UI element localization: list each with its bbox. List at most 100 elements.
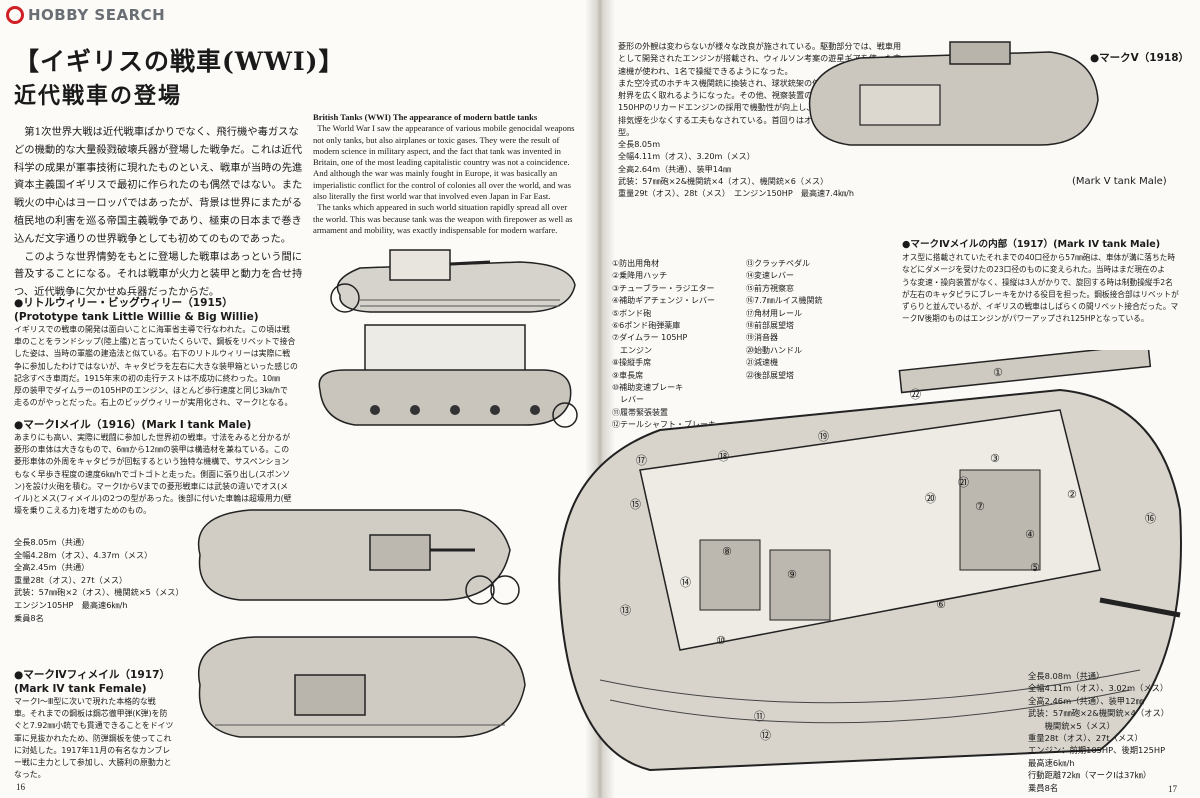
- spec-line: 武装：57㎜砲×2&機関銃×4（オス）: [1028, 708, 1170, 719]
- spec-line: 全長8.05m（共通）: [14, 537, 90, 547]
- chapter-title: 【イギリスの戦車(WWⅠ)】: [14, 47, 345, 76]
- legend-item: ⑥6ポンド砲弾薬庫: [612, 321, 681, 331]
- english-paragraph-2: The tanks which appeared in such world s…: [313, 202, 573, 235]
- text-line: もなく早歩き程度の速度6㎞/hでゴトゴトと走った。側面に張り出し(スポンソ: [14, 469, 291, 479]
- legend-item: ⑬クラッチペダル: [746, 259, 810, 268]
- text-line: 菱形の外観は変わらないが様々な改良が施されている。駆動部分では、戦車用: [618, 41, 902, 51]
- text-line: マークⅠ～Ⅲ型に次いで現れた本格的な戦: [14, 697, 156, 706]
- spec-line: エンジン：前期105HP、後期125HP: [1028, 745, 1166, 756]
- big-willie-illustration: [318, 324, 578, 428]
- intro-paragraph-2: このような世界情勢をもとに登場した戦車はあっという間に普及することになる。それは…: [14, 250, 303, 299]
- legend-item: ⑳始動ハンドル: [746, 345, 802, 355]
- section-heading-en: (Prototype tank Little Willie & Big Will…: [14, 311, 259, 323]
- text-line: 射界を広く取れるようになった。その他、視察装置の改良、: [618, 90, 837, 101]
- text-line: うな変速・操向装置がなく、操縦は3人がかりで、旋回する時は制動操縦手2名: [902, 277, 1173, 287]
- text-line: イル)とメス(フィメイル)の2つの型があった。後部に付いた車輪は超壕用力(壁: [14, 494, 292, 504]
- section-heading: ●マークⅣフィメイル（1917）: [14, 669, 171, 681]
- section-body: イギリスでの戦車の開発は面白いことに海軍省主導で行なわれた。この頃は戦 車のこと…: [14, 324, 314, 409]
- legend-item: ③チューブラー・ラジエター: [612, 283, 715, 293]
- legend-item: ⑫テールシャフト・ブレーキ: [612, 420, 716, 430]
- text-line: ン)を設け火砲を積む。マークⅠからⅤまでの菱形戦車には武装の違いでオス(メ: [14, 481, 289, 491]
- legend-item: ⑧操縦手席: [612, 358, 652, 368]
- mark-v-specs: 全長8.05m 全幅4.11m（オス）、3.20m（メス） 全高2.64m（共通…: [618, 138, 918, 199]
- legend-item: ④補助ギアチェンジ・レバー: [612, 296, 716, 306]
- mark-v-description: 菱形の外観は変わらないが様々な改良が施されている。駆動部分では、戦車用 として開…: [618, 40, 908, 138]
- mark-iv-female-illustration: [198, 636, 526, 738]
- section-mark-iv-female: ●マークⅣフィメイル（1917） (Mark IV tank Female) マ…: [14, 668, 214, 781]
- spec-line: 行動距離72㎞（マークⅠは37㎞）: [1028, 770, 1152, 781]
- mark-v-illustration: [808, 41, 1099, 146]
- spec-line: 武装：57㎜砲×2（オス）、機関銃×5（メス）: [14, 587, 184, 598]
- english-heading: British Tanks (WWI) The appearance of mo…: [313, 112, 538, 122]
- english-paragraph-1: The World War I saw the appearance of va…: [313, 123, 575, 202]
- legend-item: ⑮前方視察窓: [746, 283, 794, 293]
- spec-line: 全幅4.11m（オス）、3.20m（メス）: [618, 151, 755, 162]
- text-line: 型。: [618, 127, 635, 138]
- section-heading: ●マークⅠメイル（1916）(Mark I tank Male): [14, 419, 252, 431]
- spec-line: 重量29t（オス）、28t（メス） エンジン150HP 最高速7.4㎞/h: [618, 188, 854, 199]
- page-number-left: 16: [16, 782, 25, 792]
- text-line: なった。: [14, 770, 46, 780]
- spec-line: 全高2.45m（共通）: [14, 562, 90, 573]
- text-line: あまりにも高い、実際に戦闘に参加した世界初の戦車。寸法をみると分かるが: [14, 433, 291, 442]
- legend-item: ㉑減速機: [746, 358, 778, 368]
- text-line: 菱形車体の外周をキャタピラが回転するという独特な機構で、サスペンション: [14, 457, 290, 467]
- text-line: 軍に見抜かれたため、防弾鋼板を使ってこれ: [14, 733, 172, 743]
- legend-item: ⑭変速レバー: [746, 271, 794, 281]
- section-heading: ●リトルウィリー・ビッグウィリー（1915）: [14, 297, 233, 309]
- spec-line: 武装：57㎜砲×2&機関銃×4（オス）、機関銃×6（メス）: [618, 175, 829, 186]
- legend-item: ⑰角材用レール: [746, 308, 802, 318]
- logo-icon: [6, 6, 24, 24]
- text-line: 車のことをランドシップ(陸上艦)と言っていたくらいで、鋼板をリベットで接合: [14, 337, 296, 347]
- parts-legend-right: ⑬クラッチペダル ⑭変速レバー ⑮前方視察窓 ⑯7.7㎜ルイス機関銃 ⑰角材用レ…: [746, 258, 822, 382]
- legend-item: ①防出用角材: [612, 259, 660, 268]
- legend-item: ⑦ダイムラー 105HP: [612, 333, 688, 343]
- legend-item: ⑱前部展望塔: [746, 321, 794, 331]
- spec-line: 全高2.46m（共通）、装甲12㎜: [1028, 695, 1144, 706]
- mark-iv-cutaway-illustration: [558, 350, 1182, 772]
- spec-line: 全幅4.11m（オス）、3.02m（メス）: [1028, 683, 1169, 694]
- legend-item: ⑯7.7㎜ルイス機関銃: [746, 296, 823, 306]
- parts-legend-left: ①防出用角材 ②乗降用ハッチ ③チューブラー・ラジエター ④補助ギアチェンジ・レ…: [612, 258, 716, 432]
- legend-item: ㉒後部展望塔: [746, 370, 794, 380]
- spec-line: エンジン105HP 最高速6㎞/h: [14, 599, 128, 610]
- hobby-search-logo[interactable]: HOBBY SEARCH: [6, 6, 165, 24]
- page-number-right: 17: [1168, 784, 1177, 794]
- text-line: として開発されたエンジンが搭載され、ウィルソン考案の遊星ギアを使った変: [618, 53, 902, 64]
- text-line: 記念すべき車両だ。1915年末の初の走行テストは不成功に終わった。10㎜: [14, 373, 281, 383]
- text-line: ークⅣ後期のものはエンジンがパワーアップされ125HPとなっている。: [902, 314, 1149, 324]
- spec-line: 全幅4.28m（オス）、4.37m（メス）: [14, 549, 153, 560]
- spec-line: 乗員8名: [1028, 782, 1059, 793]
- text-line: 厚の装甲でダイムラーの105HPのエンジン、ほとんど歩行速度と同じ3㎞/hで: [14, 386, 288, 396]
- text-line: また空冷式のホチキス機関銃に換装され、球状銃架の使用で: [618, 77, 837, 88]
- text-line: 排気煙を少なくする工夫もなされている。首回りはオス: [618, 114, 821, 125]
- mark-i-illustration: [197, 509, 520, 605]
- section-little-willie: ●リトルウィリー・ビッグウィリー（1915） (Prototype tank L…: [14, 296, 314, 409]
- little-willie-illustration: [330, 249, 576, 313]
- spec-line: 機関銃×5（メス）: [1028, 720, 1115, 731]
- section-mark-i: ●マークⅠメイル（1916）(Mark I tank Male) あまりにも高い…: [14, 418, 314, 517]
- intro-paragraph-1: 第1次世界大戦は近代戦車ばかりでなく、飛行機や毒ガスなどの機動的な大量殺戮破壊兵…: [14, 126, 303, 245]
- spec-line: 全高2.64m（共通）、装甲14㎜: [618, 163, 732, 174]
- mark-i-specs: 全長8.05m（共通） 全幅4.28m（オス）、4.37m（メス） 全高2.45…: [14, 536, 184, 624]
- spec-line: 重量28t（オス）、27t（メス）: [1028, 733, 1143, 744]
- text-line: が左右のキャタピラにブレーキをかける役目を担った。鋼板接合部はリベットが: [902, 289, 1179, 299]
- text-line: 争に参加したわけではないが、キャタピラを左右に大きな装甲箱といった感じの: [14, 361, 298, 371]
- spec-line: 最高速6㎞/h: [1028, 757, 1075, 768]
- text-line: 走るのがやっとだった。右上のビッグウィリーが実用化され、マークⅠとなる。: [14, 398, 293, 408]
- section-body: あまりにも高い、実際に戦闘に参加した世界初の戦車。寸法をみると分かるが 菱形の車…: [14, 432, 314, 517]
- legend-item: ⑪履帯緊張装置: [612, 407, 668, 417]
- logo-text: HOBBY SEARCH: [28, 6, 166, 24]
- text-line: イギリスでの戦車の開発は面白いことに海軍省主導で行なわれた。この頃は戦: [14, 325, 290, 334]
- mark-v-caption: ●マークⅤ（1918）: [1090, 52, 1190, 64]
- text-line: した姿は、当時の軍艦の建造法と似ている。右下のリトルウィリーは実際に戦: [14, 349, 291, 359]
- mark-iv-interior-section: ●マークⅣメイルの内部（1917）(Mark IV tank Male) オス型…: [902, 238, 1198, 326]
- text-line: ずらりと並んでいるが、イギリスの戦車はしばらくの間リベット接合だった。マ: [902, 302, 1179, 312]
- legend-item: レバー: [612, 395, 644, 405]
- chapter-subtitle: 近代戦車の登場: [14, 83, 183, 109]
- legend-item: ⑤ボンド砲: [612, 308, 652, 318]
- text-line: オス型に搭載されていたそれまでの40口径から57㎜砲は、車体が溝に落ちた時: [902, 253, 1176, 262]
- text-line: などにダメージを受けたの23口径のものに変えられた。当時はまだ現在のよ: [902, 265, 1166, 275]
- mark-v-english-caption: (Mark V tank Male): [1072, 176, 1167, 187]
